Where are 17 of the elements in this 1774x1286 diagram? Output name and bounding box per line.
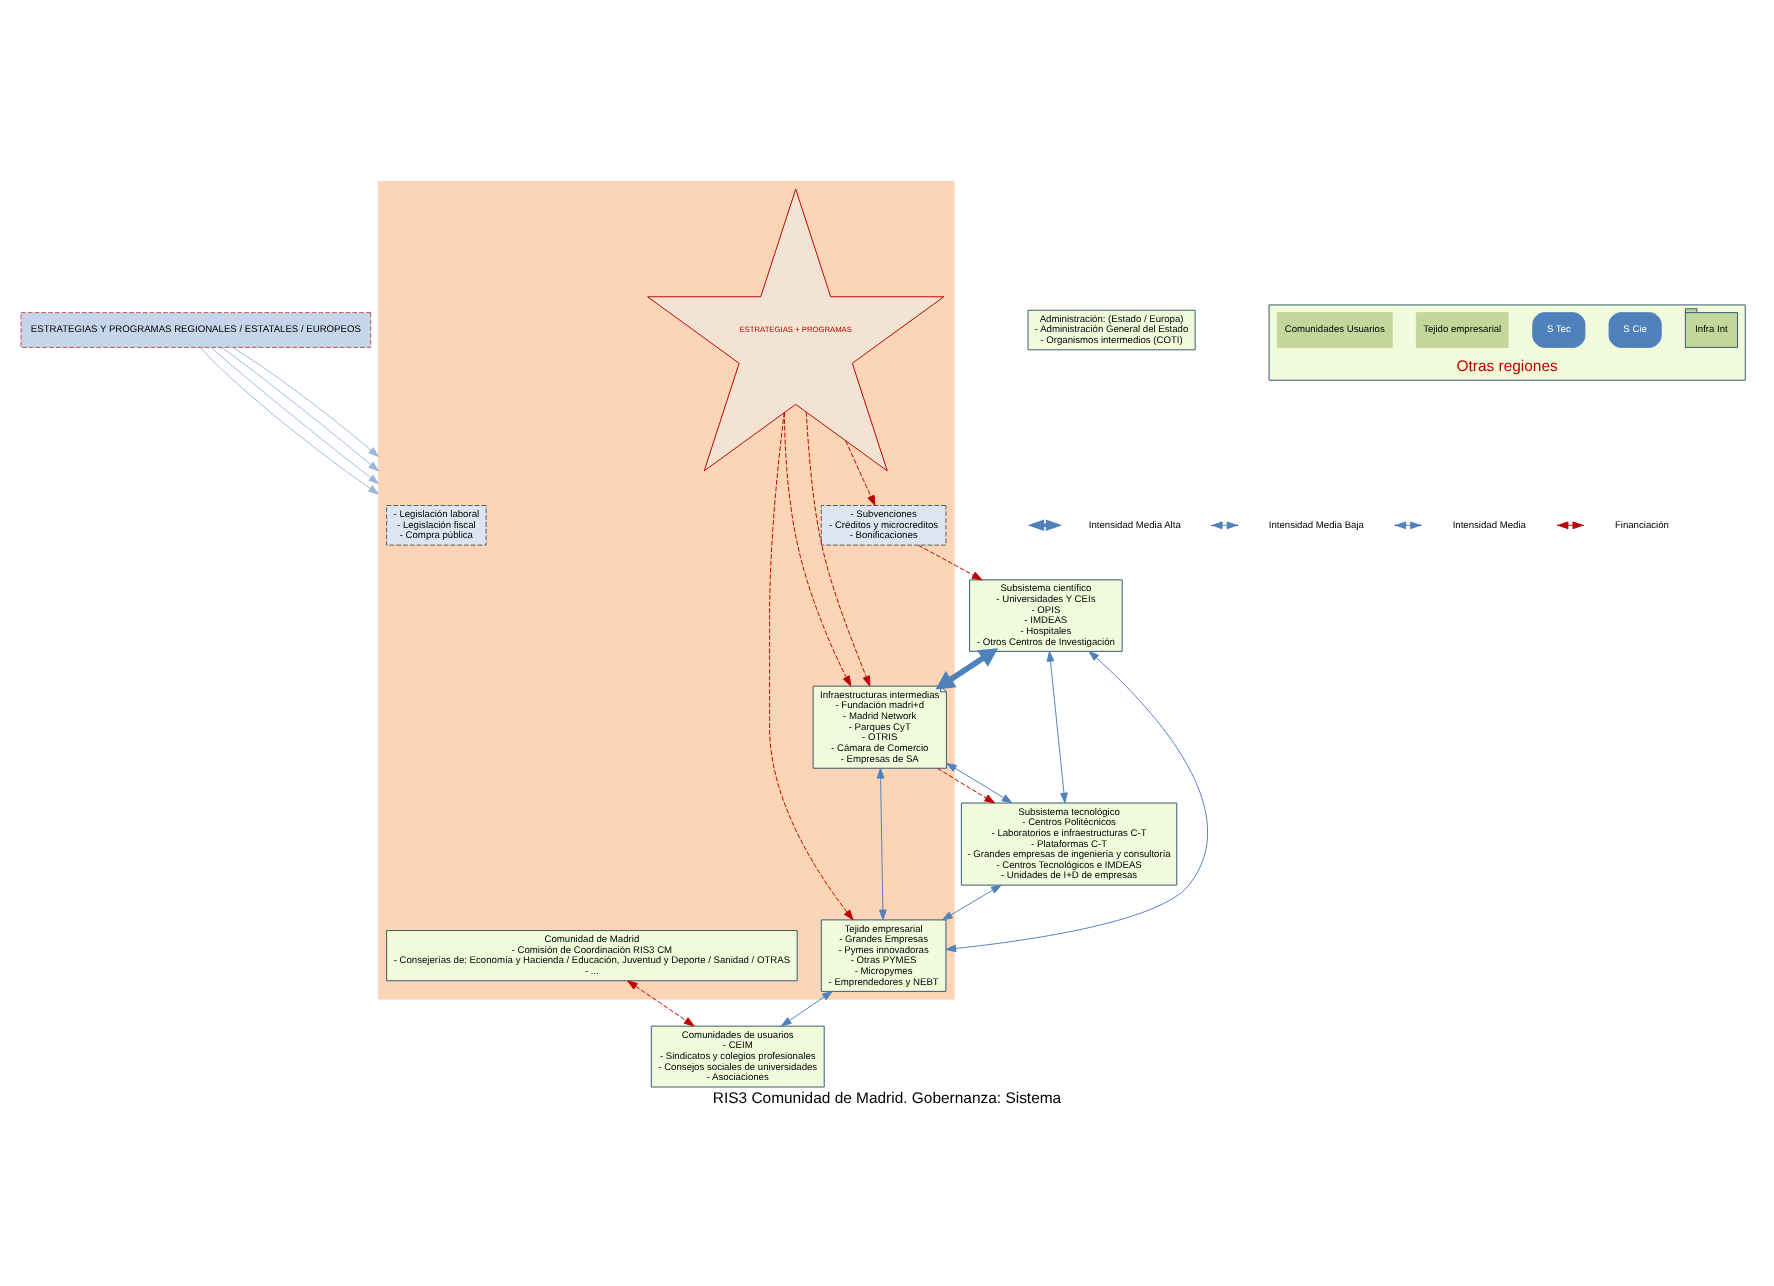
arrow: [221, 347, 379, 472]
arrow: [946, 762, 1013, 804]
arrow: [784, 412, 852, 687]
caption: RIS3 Comunidad de Madrid. Gobernanza: Sistema: [712, 1089, 1062, 1108]
arrow: [935, 648, 999, 690]
arrow: [805, 411, 871, 687]
arrow: [781, 991, 833, 1027]
arrow: [945, 650, 1208, 953]
arrow: [937, 767, 996, 804]
arrow: [1046, 651, 1068, 804]
arrow: [232, 347, 379, 457]
arrow: [627, 980, 695, 1027]
arrow: [876, 767, 887, 921]
arrow: [845, 440, 876, 506]
arrow: [769, 412, 854, 921]
arrow: [917, 544, 983, 581]
arrow: [941, 884, 1002, 921]
